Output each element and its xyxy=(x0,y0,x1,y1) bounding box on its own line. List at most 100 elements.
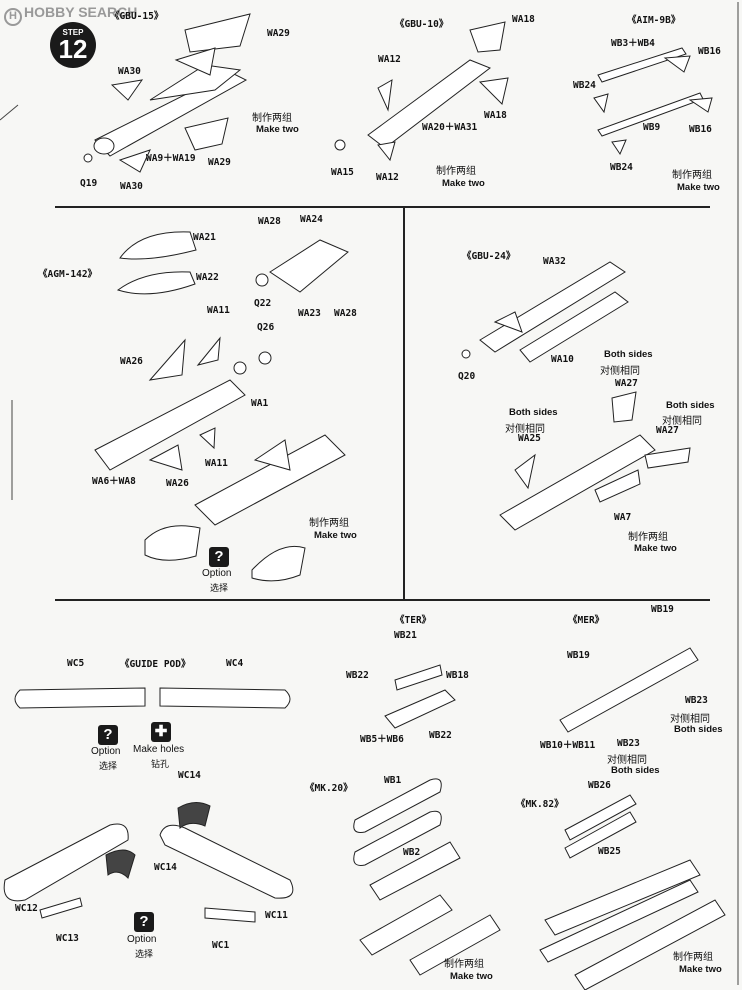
part-label: WA22 xyxy=(196,272,219,283)
part-label: WB9 xyxy=(643,122,661,133)
agm142-title: 《AGM-142》 xyxy=(38,269,98,280)
both-sides-en: Both sides xyxy=(674,724,723,735)
make-two-en: Make two xyxy=(256,124,299,135)
guide-pod-drawing xyxy=(3,687,294,923)
gbu15-drawing xyxy=(83,13,251,173)
part-label: Q26 xyxy=(257,322,275,333)
option-icon: ? xyxy=(209,547,229,567)
make-two-cn: 制作两组 xyxy=(309,518,349,529)
part-label: WC14 xyxy=(178,770,201,781)
part-label: WC5 xyxy=(67,658,85,669)
part-label: WA28 xyxy=(334,308,357,319)
make-two-en: Make two xyxy=(677,182,720,193)
mk82-title: 《MK.82》 xyxy=(516,799,564,810)
part-label: WA11 xyxy=(207,305,230,316)
both-sides-en: Both sides xyxy=(604,349,653,360)
part-label: WA15 xyxy=(331,167,354,178)
both-sides-en: Both sides xyxy=(611,765,660,776)
mer-title: 《MER》 xyxy=(568,615,605,626)
part-label: WA18 xyxy=(484,110,507,121)
part-label: WA12 xyxy=(378,54,401,65)
part-label: WA26 xyxy=(120,356,143,367)
part-label: WA27 xyxy=(656,425,679,436)
make-two-en: Make two xyxy=(442,178,485,189)
part-label: WB21 xyxy=(394,630,417,641)
gbu10-title: 《GBU-10》 xyxy=(395,19,449,30)
part-label: WA11 xyxy=(205,458,228,469)
option-label-cn: 选择 xyxy=(99,762,118,772)
part-label: WB26 xyxy=(588,780,611,791)
part-label: WB23 xyxy=(685,695,708,706)
mk82-drawing xyxy=(539,794,726,990)
divider-middle xyxy=(55,599,710,601)
part-label: WB25 xyxy=(598,846,621,857)
gbu24-drawing xyxy=(461,261,691,531)
divider-top xyxy=(55,206,710,208)
option-label-cn: 选择 xyxy=(135,950,154,960)
part-label: WC14 xyxy=(154,862,177,873)
part-label: WA23 xyxy=(298,308,321,319)
part-label: WA29 xyxy=(267,28,290,39)
part-label: WA6＋WA8 xyxy=(92,476,136,487)
part-label: WB24 xyxy=(610,162,633,173)
make-two-en: Make two xyxy=(450,971,493,982)
step-number: 12 xyxy=(58,34,88,64)
part-label: WA28 xyxy=(258,216,281,227)
agm142-drawing xyxy=(94,231,349,582)
part-label: WB16 xyxy=(698,46,721,57)
part-label: WC1 xyxy=(212,940,230,951)
make-holes-label: Make holes xyxy=(133,744,185,755)
make-two-cn: 制作两组 xyxy=(444,959,484,970)
part-label: WA29 xyxy=(208,157,231,168)
ter-drawing xyxy=(384,664,456,729)
part-label: WA7 xyxy=(614,512,632,523)
both-sides-cn: 对侧相同 xyxy=(662,416,702,427)
option-label: Option xyxy=(127,934,157,945)
part-label: WB24 xyxy=(573,80,596,91)
make-two-en: Make two xyxy=(314,530,357,541)
gbu15-title: 《GBU-15》 xyxy=(110,11,164,22)
mer-drawing xyxy=(559,647,699,733)
make-two-cn: 制作两组 xyxy=(673,952,713,963)
both-sides-cn: 对侧相同 xyxy=(670,714,710,725)
make-two-en: Make two xyxy=(679,964,722,975)
part-label: WC13 xyxy=(56,933,79,944)
part-label: WC12 xyxy=(15,903,38,914)
part-label: WB16 xyxy=(689,124,712,135)
part-label: WB22 xyxy=(429,730,452,741)
drill-icon: ✚ xyxy=(151,722,171,742)
part-label: WA20＋WA31 xyxy=(422,122,478,133)
option-label-cn: 选择 xyxy=(210,584,229,594)
part-label: WB2 xyxy=(403,847,421,858)
part-label: WA27 xyxy=(615,378,638,389)
part-label: WB3＋WB4 xyxy=(611,38,655,49)
part-label: WA24 xyxy=(300,214,323,225)
step-label: STEP xyxy=(62,28,84,37)
make-holes-label-cn: 钻孔 xyxy=(151,760,170,770)
option-label: Option xyxy=(91,746,121,757)
part-label: Q20 xyxy=(458,371,476,382)
gbu10-drawing xyxy=(334,21,509,162)
part-label: WB19 xyxy=(651,604,674,615)
divider-mid-vertical xyxy=(403,206,405,599)
aim9b-title: 《AIM-9B》 xyxy=(627,15,681,26)
part-label: WB22 xyxy=(346,670,369,681)
part-label: WB19 xyxy=(567,650,590,661)
option-icon: ? xyxy=(134,912,154,932)
part-label: WA30 xyxy=(118,66,141,77)
part-label: WB5＋WB6 xyxy=(360,734,404,745)
part-label: WB18 xyxy=(446,670,469,681)
part-label: Q19 xyxy=(80,178,98,189)
both-sides-en: Both sides xyxy=(509,407,558,418)
make-two-cn: 制作两组 xyxy=(628,532,668,543)
part-label: WC11 xyxy=(265,910,288,921)
part-label: WA32 xyxy=(543,256,566,267)
part-label: WB10＋WB11 xyxy=(540,740,596,751)
guide-pod-title: 《GUIDE POD》 xyxy=(120,659,191,670)
part-label: Q22 xyxy=(254,298,272,309)
option-icon: ? xyxy=(98,725,118,745)
part-label: WC4 xyxy=(226,658,244,669)
part-label: WA21 xyxy=(193,232,216,243)
